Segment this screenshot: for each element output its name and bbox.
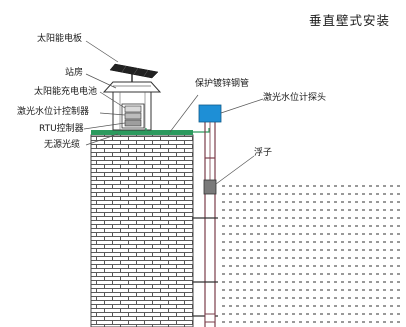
passive-fiber-cable	[145, 128, 210, 133]
label-float: 浮子	[254, 148, 273, 158]
label-solar-battery: 太阳能充电电池	[34, 87, 98, 97]
water-body	[222, 185, 404, 323]
label-passive-fiber: 无源光缆	[44, 140, 81, 150]
laser-probe	[198, 104, 222, 123]
solar-battery	[124, 105, 142, 113]
solar-panel	[109, 63, 159, 82]
label-station-house: 站房	[65, 68, 84, 78]
pipe-bottom-cap	[204, 313, 216, 323]
leader-lines	[83, 40, 264, 185]
label-laser-probe: 激光水位计探头	[263, 93, 327, 103]
label-rtu-controller: RTU控制器	[39, 124, 84, 134]
label-protective-pipe: 保护镀锌钢管	[195, 79, 250, 89]
rtu-controller	[124, 119, 142, 127]
float	[203, 179, 217, 195]
brick-wall	[90, 134, 194, 327]
laser-controller	[124, 112, 142, 120]
label-solar-panel: 太阳能电板	[37, 34, 83, 44]
diagram-title: 垂直壁式安装	[309, 13, 391, 28]
wall-top-slab	[91, 130, 193, 135]
label-laser-controller: 激光水位计控制器	[17, 107, 90, 117]
